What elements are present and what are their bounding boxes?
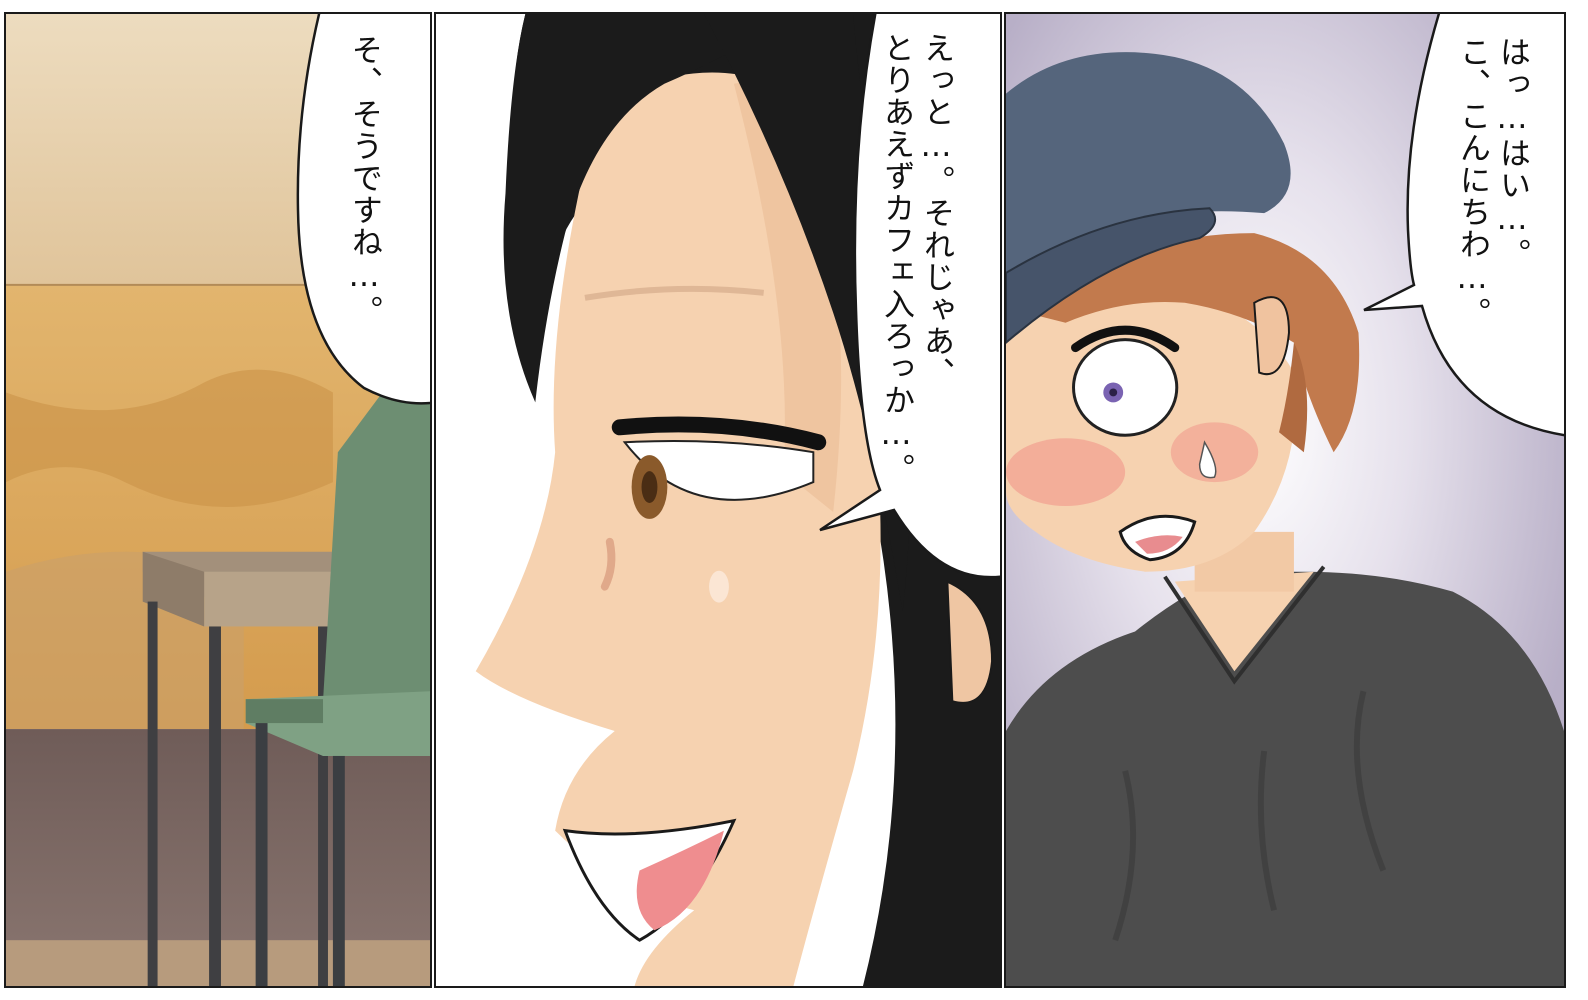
- dialogue-line: こ、こんにちわ…。: [1454, 36, 1490, 329]
- speech-bubble-icon: [1363, 14, 1564, 437]
- dialogue-line: はっ…はい…。: [1494, 36, 1530, 270]
- dialogue-right: はっ…はい…。 こ、こんにちわ…。: [1452, 36, 1532, 329]
- panel-middle: えっと…。それじゃあ、 とりあえずカフェ入ろっか…。: [434, 12, 1002, 988]
- speech-bubble-icon: [296, 14, 430, 405]
- speech-bubble-middle: えっと…。それじゃあ、 とりあえずカフェ入ろっか…。: [819, 14, 1000, 590]
- dialogue-line: えっと…。それじゃあ、: [918, 32, 954, 389]
- dialogue-left: そ、そうですね…。: [344, 34, 384, 327]
- speech-bubble-right: はっ…はい…。 こ、こんにちわ…。: [1363, 14, 1564, 446]
- speech-bubble-left: そ、そうですね…。: [292, 14, 430, 406]
- speech-bubble-icon: [819, 14, 1000, 579]
- dialogue-line: そ、そうですね…。: [346, 34, 382, 327]
- panel-left: そ、そうですね…。: [4, 12, 432, 988]
- dialogue-line: とりあえずカフェ入ろっか…。: [878, 32, 914, 485]
- panel-right: はっ…はい…。 こ、こんにちわ…。: [1004, 12, 1566, 988]
- dialogue-middle: えっと…。それじゃあ、 とりあえずカフェ入ろっか…。: [876, 32, 956, 485]
- boy-surprised-art: [1006, 14, 1564, 986]
